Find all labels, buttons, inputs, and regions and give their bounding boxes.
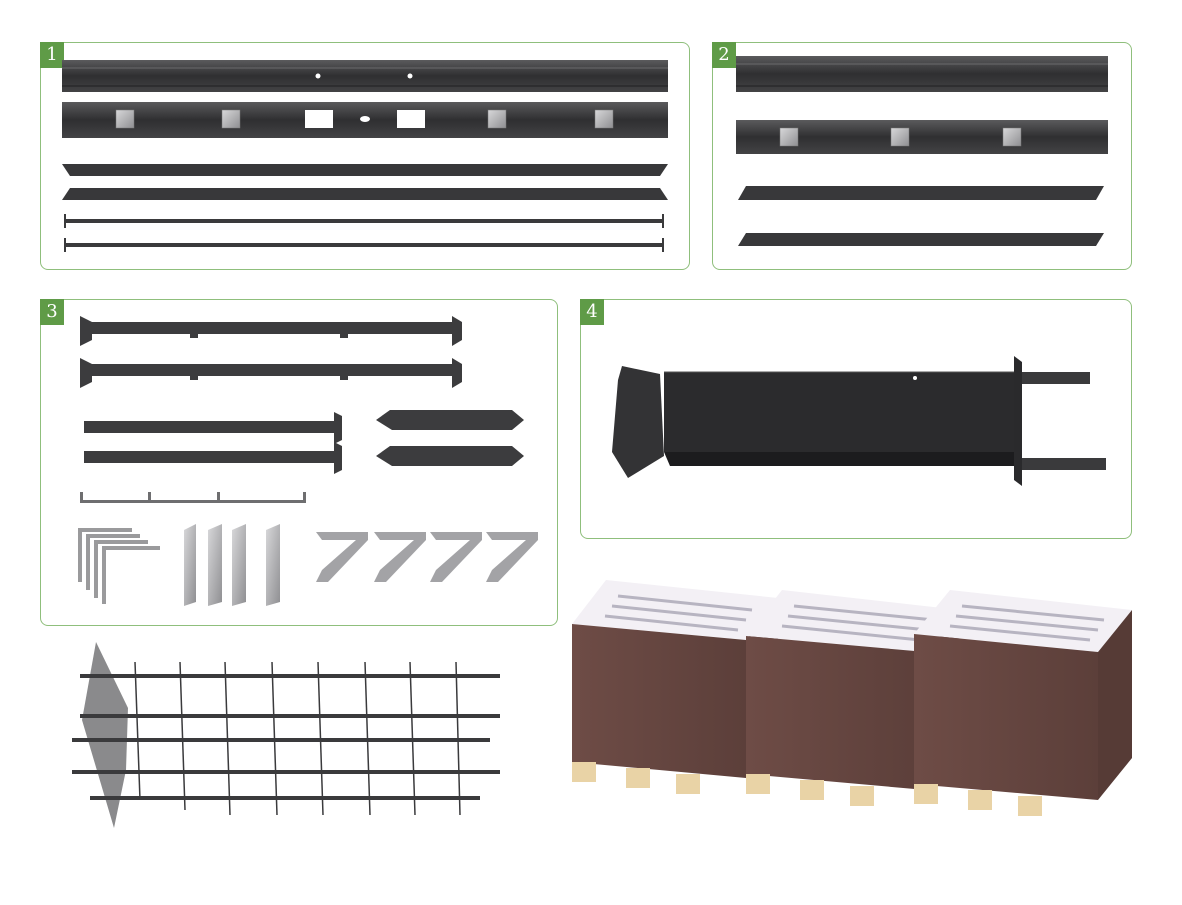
panel-4-number: 4 [580,299,604,325]
trim-strip-1 [62,164,668,176]
tie-rod-1 [66,219,664,223]
wire-rack [72,642,500,828]
panel-3-parts [78,316,538,606]
angled-arm-1 [376,410,524,430]
panel-1-parts [62,60,668,252]
rail-profile-2 [736,56,1108,92]
cross-beam-2 [88,364,456,376]
extension-arm-2 [1022,458,1106,470]
angled-arm-2 [376,446,524,466]
panel-4-parts [612,356,1106,486]
flat-bar [80,500,306,503]
crate-3 [914,590,1132,816]
panel-2-parts [736,56,1108,246]
trim-strip-3 [738,186,1104,200]
cross-beam-1 [88,322,456,334]
crates [572,580,1132,816]
support-beam-2 [84,451,336,463]
end-bracket [612,366,664,478]
mounting-plates [184,524,280,606]
angle-brackets [78,528,160,604]
support-beam-1 [84,421,336,433]
rail-profile-top [62,60,668,92]
base-platform [664,372,1018,452]
extension-arm-1 [1022,372,1090,384]
panel-3-number: 3 [40,299,64,325]
triangle-brackets [316,532,538,582]
panel-1-number: 1 [40,42,64,68]
tie-rod-2 [66,243,664,247]
trim-strip-2 [62,188,668,200]
panel-2-number: 2 [712,42,736,68]
trim-strip-4 [738,233,1104,246]
